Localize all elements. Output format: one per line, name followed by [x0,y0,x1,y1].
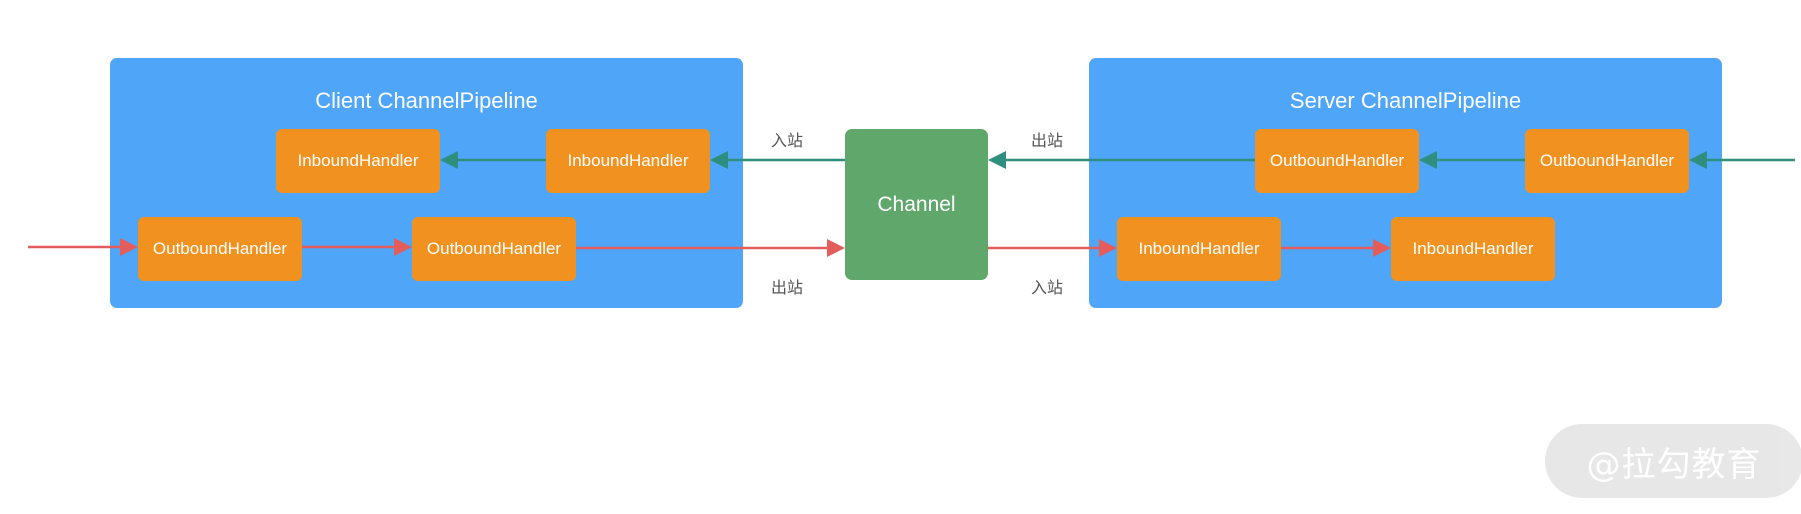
outbound-flow-arrows [28,238,1391,257]
client-outbound-handler-1: OutboundHandler [138,217,302,281]
arrow-head [988,151,1006,169]
server-inbound-label: 入站 [1031,278,1064,297]
arrow-head [394,238,412,256]
inbound-flow-arrows [440,151,1795,169]
server-inbound-handler-2: InboundHandler [1391,217,1555,281]
arrow-head [120,238,138,256]
server-outbound-handler-2: OutboundHandler [1525,129,1689,193]
arrow-head [827,239,845,257]
client-inbound-handler-2: InboundHandler [546,129,710,193]
arrow-head [1099,239,1117,257]
server-pipeline-title: Server ChannelPipeline [1289,88,1522,113]
arrow-head [1689,151,1707,169]
client-outbound-label: 出站 [771,278,804,297]
client-inbound-handler-1: InboundHandler [276,129,440,193]
server-outbound-handler-1: OutboundHandler [1255,129,1419,193]
client-pipeline-title: Client ChannelPipeline [315,88,538,113]
client-outbound-handler-2: OutboundHandler [412,217,576,281]
arrow-head [710,151,728,169]
channel-box: Channel [845,129,988,280]
server-inbound-handler-1: InboundHandler [1117,217,1281,281]
arrow-head [1419,151,1437,169]
watermark-logo: @拉勾教育 [1545,424,1801,498]
client-inbound-label: 入站 [771,131,804,150]
arrow-head [1373,239,1391,257]
server-outbound-label: 出站 [1031,131,1064,150]
arrow-head [440,151,458,169]
